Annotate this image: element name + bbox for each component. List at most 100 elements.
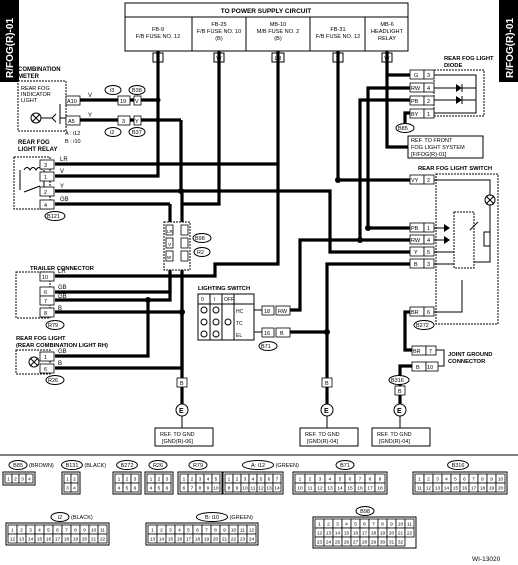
pin-label: 2 xyxy=(14,477,17,483)
pin-label: 17 xyxy=(186,537,192,543)
svg-text:4: 4 xyxy=(427,238,430,244)
svg-text:RW: RW xyxy=(411,238,421,244)
pin-label: 6 xyxy=(166,486,169,492)
svg-text:FOG LIGHT SYSTEM: FOG LIGHT SYSTEM xyxy=(411,145,465,151)
pin-label: 6 xyxy=(196,528,199,534)
svg-text:DIODE: DIODE xyxy=(444,63,462,69)
svg-text:i3: i3 xyxy=(110,88,114,94)
svg-text:LIGHT: LIGHT xyxy=(21,98,38,104)
pin-label: 3 xyxy=(319,477,322,483)
svg-text:RW: RW xyxy=(411,86,421,92)
pin-label: 4 xyxy=(345,522,348,528)
svg-text:REF. TO GND: REF. TO GND xyxy=(377,432,412,438)
svg-text:REAR FOG: REAR FOG xyxy=(18,140,50,146)
pin-label: 2 xyxy=(20,528,23,534)
pin-label: 2 xyxy=(73,477,76,483)
pin-label: 18 xyxy=(480,486,486,492)
svg-text:4: 4 xyxy=(44,203,47,209)
svg-text:B: B xyxy=(58,361,62,367)
b71-label: B71 xyxy=(340,463,350,469)
pin-label: 7 xyxy=(472,477,475,483)
svg-text:2: 2 xyxy=(44,190,47,196)
pin-label: 6 xyxy=(349,477,352,483)
svg-text:(REAR COMBINATION LIGHT RH): (REAR COMBINATION LIGHT RH) xyxy=(16,343,108,349)
pin-label: 1 xyxy=(183,477,186,483)
pin-label: 3 xyxy=(244,477,247,483)
joint-connector: LR V W B98 R2 xyxy=(163,221,212,271)
pin-label: 18 xyxy=(64,537,70,543)
pin-label: 3 xyxy=(29,528,32,534)
svg-text:V: V xyxy=(168,242,171,247)
pin-label: 19 xyxy=(489,486,495,492)
svg-text:JOINT GROUND: JOINT GROUND xyxy=(448,352,492,358)
svg-text:HC: HC xyxy=(236,309,244,315)
pin-label: 27 xyxy=(353,540,359,546)
pin-label: 18 xyxy=(371,531,377,537)
svg-text:E: E xyxy=(324,408,329,415)
svg-text:[GND(R)-04]: [GND(R)-04] xyxy=(307,439,338,445)
pin-label: 14 xyxy=(274,486,280,492)
pin-label: 22 xyxy=(407,531,413,537)
pin-label: 14 xyxy=(335,531,341,537)
fuse-3-l1: MB-10 xyxy=(270,22,286,28)
svg-text:3: 3 xyxy=(427,73,430,79)
svg-text:LR: LR xyxy=(60,157,68,163)
pin-label: 9 xyxy=(379,477,382,483)
pin-label: 32 xyxy=(398,540,404,546)
pin-label: 21 xyxy=(398,531,404,537)
pin-label: 1 xyxy=(318,522,321,528)
fuse-2-l2: F/B FUSE NO. 10 xyxy=(197,29,241,35)
pin-label: 5 xyxy=(354,522,357,528)
svg-text:GB: GB xyxy=(60,197,69,203)
svg-text:REAR FOG: REAR FOG xyxy=(21,86,50,92)
svg-text:INDICATOR: INDICATOR xyxy=(21,92,51,98)
pin-label: 8 xyxy=(369,477,372,483)
pin-label: 13 xyxy=(327,486,333,492)
svg-text:LR: LR xyxy=(167,229,174,234)
pin-label: 16 xyxy=(46,537,52,543)
pin-label: 17 xyxy=(367,486,373,492)
diode-icon xyxy=(456,96,462,104)
pin-label: 14 xyxy=(28,537,34,543)
pin-label: 9 xyxy=(223,528,226,534)
pin-label: 8 xyxy=(228,486,231,492)
pin-label: 11 xyxy=(407,522,412,528)
svg-text:2: 2 xyxy=(427,178,430,184)
pin-label: 15 xyxy=(347,486,353,492)
junction-dots xyxy=(145,97,371,335)
pin-label: 11 xyxy=(240,528,245,534)
combo-title-1: COMBINATION xyxy=(18,67,61,73)
fuse-2-l1: FB-25 xyxy=(211,22,226,28)
svg-text:PB: PB xyxy=(411,99,419,105)
pin-label: 25 xyxy=(335,540,341,546)
diode-icon xyxy=(456,84,462,92)
pin-label: 3 xyxy=(66,486,69,492)
combo-title-2: METER xyxy=(18,74,40,80)
pin-label: 9 xyxy=(207,486,210,492)
pin-label: 1 xyxy=(7,477,10,483)
svg-text:(BROWN): (BROWN) xyxy=(29,463,54,469)
pin-label: 2 xyxy=(309,477,312,483)
pin-label: 17 xyxy=(362,531,368,537)
r79-label: R79 xyxy=(193,463,203,469)
i10-label: B: i10 xyxy=(205,515,219,521)
pin-label: 6 xyxy=(56,528,59,534)
svg-text:[GND(R)-06]: [GND(R)-06] xyxy=(162,439,193,445)
pin-label: 7 xyxy=(65,528,68,534)
pin-label: 3 xyxy=(134,477,137,483)
pin-label: 19 xyxy=(73,537,79,543)
pin-label: 3 xyxy=(436,477,439,483)
pin-label: 16 xyxy=(357,486,363,492)
fuse-3-l2: M/B FUSE NO. 2 xyxy=(257,29,300,35)
svg-text:G: G xyxy=(414,73,418,79)
svg-text:10: 10 xyxy=(42,275,48,281)
pin-label: 4 xyxy=(28,477,31,483)
pin-label: 13 xyxy=(19,537,25,543)
